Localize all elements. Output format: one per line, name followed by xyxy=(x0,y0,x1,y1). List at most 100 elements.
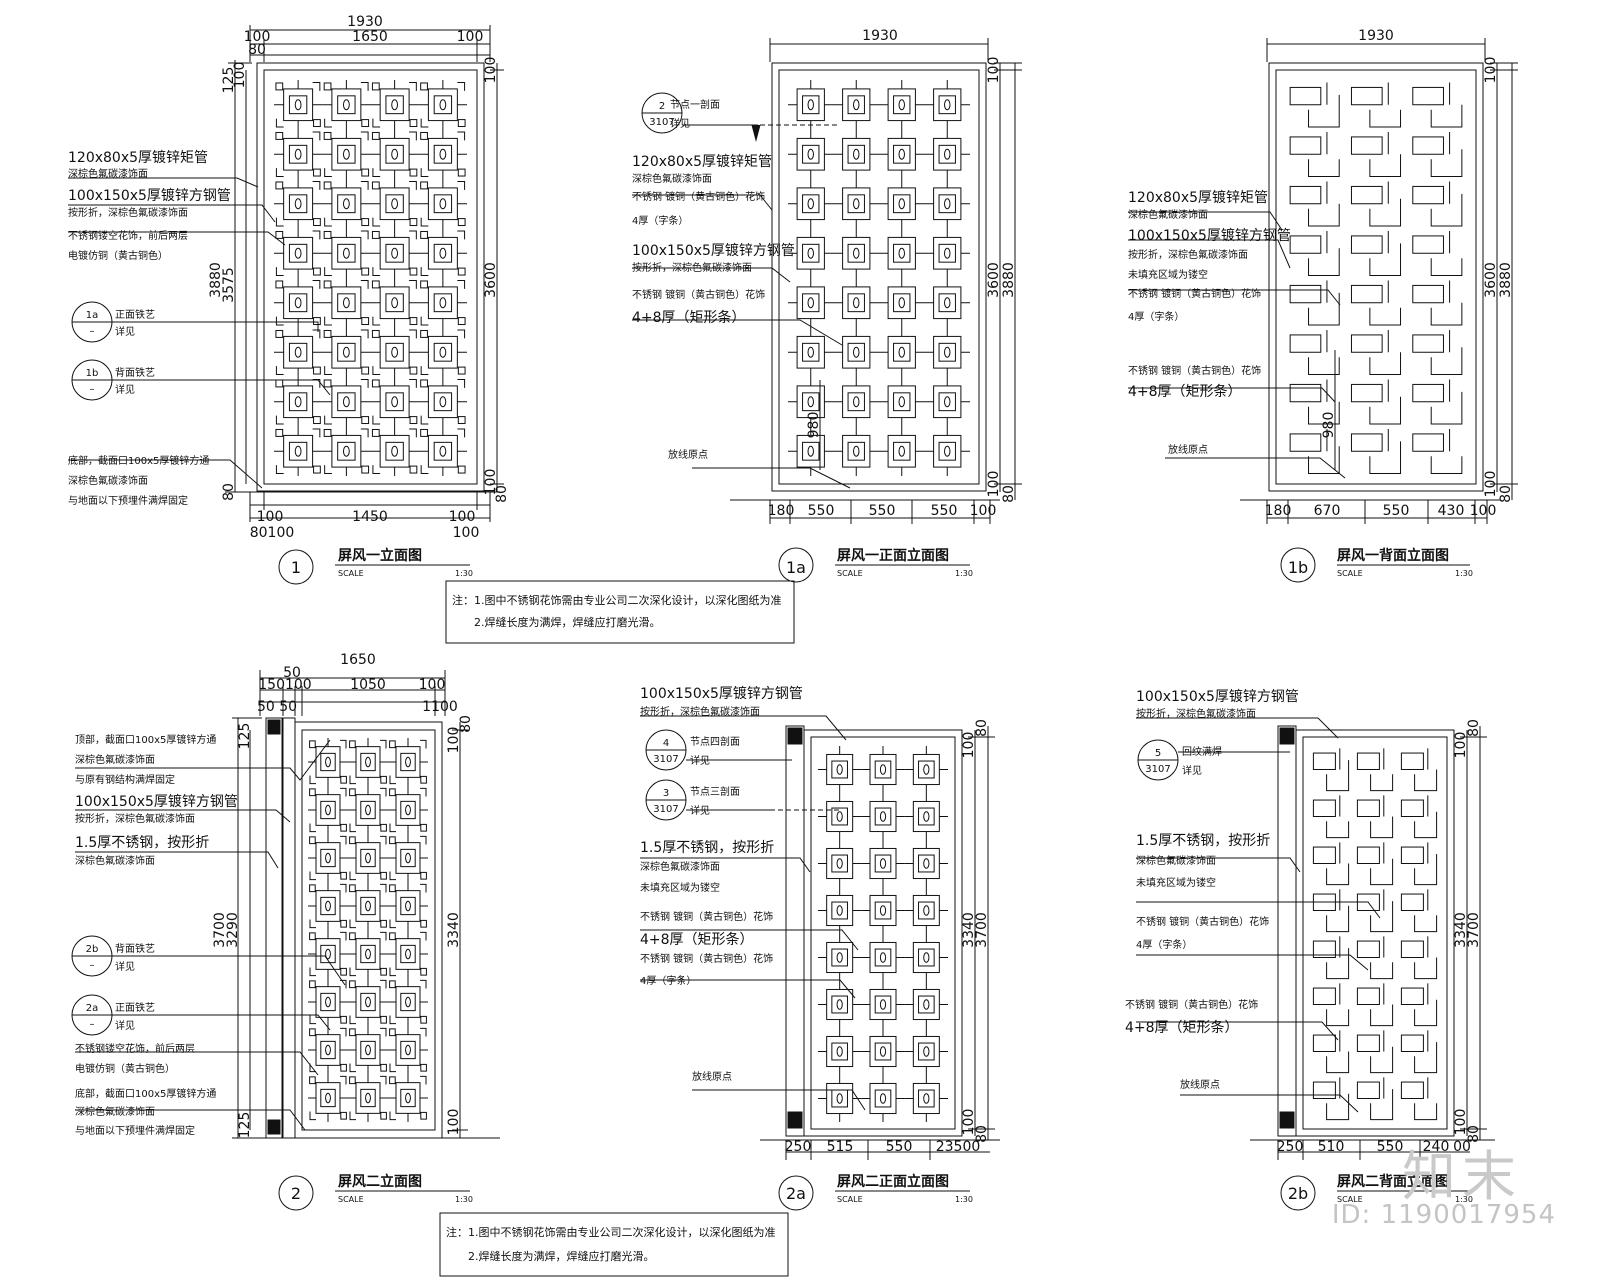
dim-text: 100 xyxy=(483,57,499,84)
dim-text: 3600 xyxy=(986,262,1002,298)
ref-bottom: – xyxy=(90,960,95,971)
label: 深棕色氟碳漆饰面 xyxy=(75,753,155,766)
label: 按形折，深棕色氟碳漆饰面 xyxy=(1128,248,1248,261)
label: 按形折，深棕色氟碳漆饰面 xyxy=(1136,707,1256,720)
view-1b xyxy=(1128,38,1518,583)
ref-top: 3 xyxy=(663,788,669,799)
dim-text: 100 xyxy=(986,57,1002,84)
label: 100x150x5厚镀锌方钢管 xyxy=(75,793,238,810)
ref-bottom: – xyxy=(90,384,95,395)
ref-text: 背面铁艺 xyxy=(115,366,155,379)
label: 顶部，截面口100x5厚镀锌方通 xyxy=(75,733,216,746)
view-1a xyxy=(632,38,1022,583)
dim-text: 100 xyxy=(244,29,271,45)
dim-text: 550 xyxy=(869,503,896,519)
label: 4+8厚（矩形条） xyxy=(640,931,754,948)
ref-text: 详见 xyxy=(115,1019,135,1032)
ref-text: 详见 xyxy=(690,754,710,767)
dim-text: 50 50 xyxy=(257,699,297,715)
label: 100x150x5厚镀锌方钢管 xyxy=(1128,227,1291,244)
dim-text: 80 xyxy=(974,1125,990,1143)
label: 电镀仿铜（黄古铜色） xyxy=(75,1062,175,1075)
dim-text: 150100 xyxy=(258,677,311,693)
dim-text: 100 xyxy=(1453,1109,1469,1136)
ref-bottom: 3107 xyxy=(653,754,678,765)
dim-text: 1930 xyxy=(347,14,383,30)
label: 120x80x5厚镀锌矩管 xyxy=(68,149,208,166)
dim-text: 100 xyxy=(419,677,446,693)
label: 不锈钢 镀铜（黄古铜色）花饰 xyxy=(1136,915,1269,928)
dim-text: 550 xyxy=(808,503,835,519)
label: 底部，截面口100x5厚镀锌方通 xyxy=(75,1087,216,1100)
ref-top: 2b xyxy=(86,944,99,955)
ref-bottom: 3107 xyxy=(649,117,674,128)
dim-text: 3340 xyxy=(961,912,977,948)
dim-text: 180 xyxy=(1265,503,1292,519)
label: 深棕色氟碳漆饰面 xyxy=(632,172,712,185)
dim-text: 670 xyxy=(1314,503,1341,519)
dim-text: 100 xyxy=(457,29,484,45)
dim-text: 100 xyxy=(257,509,284,525)
label: 100x150x5厚镀锌方钢管 xyxy=(68,187,231,204)
ref-top: 4 xyxy=(663,738,669,749)
scale-value: 1:30 xyxy=(455,569,473,578)
view-2 xyxy=(71,670,500,1211)
dim-text: 550 xyxy=(886,1139,913,1155)
ref-bottom: 3107 xyxy=(653,804,678,815)
scale-label: SCALE xyxy=(837,1195,863,1204)
dim-text: 510 xyxy=(1318,1139,1345,1155)
label: 未填充区域为镂空 xyxy=(640,881,720,894)
note-line: 2.焊缝长度为满焊，焊缝应打磨光滑。 xyxy=(474,615,661,629)
dim-text: 23500 xyxy=(936,1139,981,1155)
ref-text: 节点一剖面 xyxy=(670,98,720,111)
label: 不锈钢镂空花饰，前后两层 xyxy=(68,229,188,242)
dim-text: 100 xyxy=(1483,57,1499,84)
dim-text: 80 xyxy=(1001,485,1017,503)
label: 深棕色氟碳漆饰面 xyxy=(1128,208,1208,221)
scale-value: 1:30 xyxy=(955,1195,973,1204)
view-number: 1a xyxy=(786,558,806,577)
dim-text: 100 xyxy=(446,1109,462,1136)
ref-text: 正面铁艺 xyxy=(115,308,155,321)
dim-text: 100 xyxy=(483,469,499,496)
dim-text: 3600 xyxy=(483,262,499,298)
view-1 xyxy=(68,25,504,585)
dim-text: 430 xyxy=(1438,503,1465,519)
dim-text: 515 xyxy=(827,1139,854,1155)
label: 1.5厚不锈钢，按形折 xyxy=(640,840,774,856)
scale-label: SCALE xyxy=(837,569,863,578)
ref-bottom: 3107 xyxy=(1145,764,1170,775)
label: 按形折，深棕色氟碳漆饰面 xyxy=(632,261,752,274)
dim-text: 100 xyxy=(961,732,977,759)
dim-text: 100 xyxy=(1453,732,1469,759)
dim-text: 3880 xyxy=(1498,262,1514,298)
view-title: 屏风一立面图 xyxy=(338,547,422,564)
label: 未填充区域为镂空 xyxy=(1136,876,1216,889)
view-title: 屏风二背面立面图 xyxy=(1337,1173,1449,1190)
ref-text: 详见 xyxy=(670,117,690,130)
ref-bottom: – xyxy=(90,1019,95,1030)
view-title: 屏风二立面图 xyxy=(338,1173,422,1190)
dim-text: 80 xyxy=(1498,485,1514,503)
label: 与地面以下预埋件满焊固定 xyxy=(75,1124,195,1137)
dim-text: 250 xyxy=(1277,1139,1304,1155)
note-line: 注：1.图中不锈钢花饰需由专业公司二次深化设计，以深化图纸为准 xyxy=(446,1225,776,1239)
label: 深棕色氟碳漆饰面 xyxy=(640,860,720,873)
label: 深棕色氟碳漆饰面 xyxy=(68,474,148,487)
label: 4+8厚（矩形条） xyxy=(1128,383,1242,400)
label: 不锈钢 镀铜（黄古铜色）花饰 xyxy=(632,190,765,203)
ref-text: 正面铁艺 xyxy=(115,1001,155,1014)
dim-text: 00 xyxy=(1453,1139,1471,1155)
label: 100x150x5厚镀锌方钢管 xyxy=(1136,688,1299,705)
dim-text: 980 xyxy=(1321,412,1337,439)
view-title: 屏风一正面立面图 xyxy=(837,547,949,564)
ref-text: 节点三剖面 xyxy=(690,785,740,798)
view-number: 2b xyxy=(1288,1184,1308,1203)
scale-value: 1:30 xyxy=(1455,1195,1473,1204)
dim-text: 50 xyxy=(283,665,301,681)
ref-top: 2 xyxy=(659,101,665,112)
label: 不锈钢 镀铜（黄古铜色）花饰 xyxy=(640,952,773,965)
view-number: 2 xyxy=(291,1184,301,1203)
ref-text: 节点四剖面 xyxy=(690,735,740,748)
dim-text: 80 xyxy=(221,483,237,501)
